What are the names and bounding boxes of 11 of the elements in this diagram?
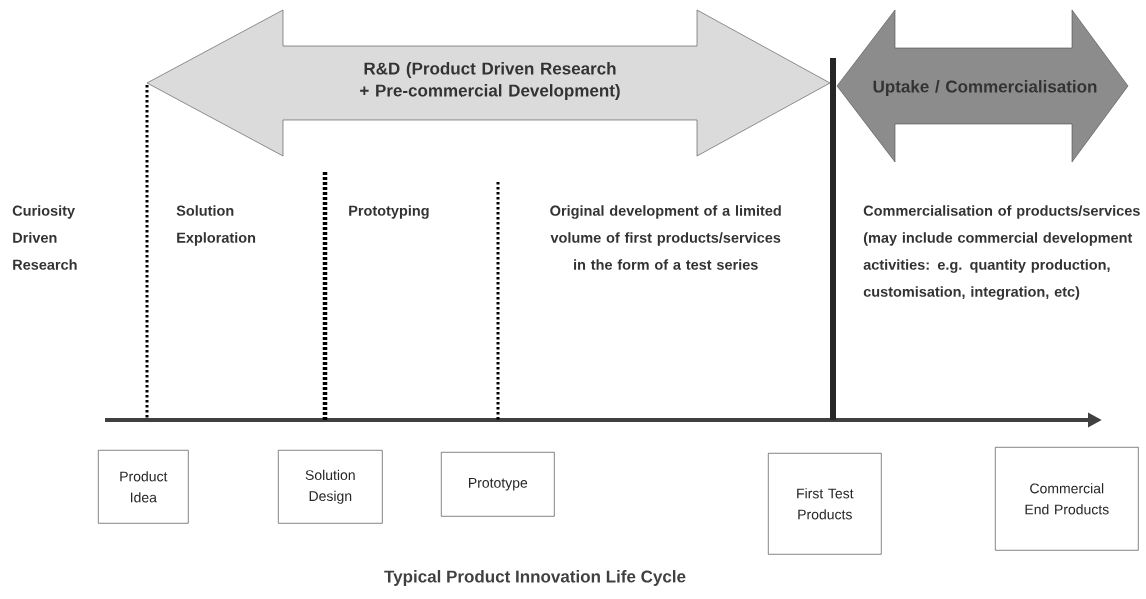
phase-label: Original development of a limited volume of first products/services in the form of a test series: [550, 205, 781, 270]
milestone-box: Commercial End Products: [995, 447, 1139, 551]
phase-label: Prototyping: [349, 205, 429, 219]
phase-label: Commercialisation of products/services (may include commercial development activities: e.g. quantity production, customisation, integration, etc): [863, 205, 1140, 300]
phase-label: Solution Exploration: [176, 205, 256, 246]
milestone-box: Solution Design: [278, 450, 383, 524]
milestone-box: First Test Products: [768, 453, 882, 555]
caption: Typical Product Innovation Life Cycle: [384, 570, 686, 586]
phase-label: Curiosity Driven Research: [12, 205, 77, 270]
milestone-box: Prototype: [441, 452, 555, 517]
milestone-box: Product Idea: [98, 450, 189, 524]
